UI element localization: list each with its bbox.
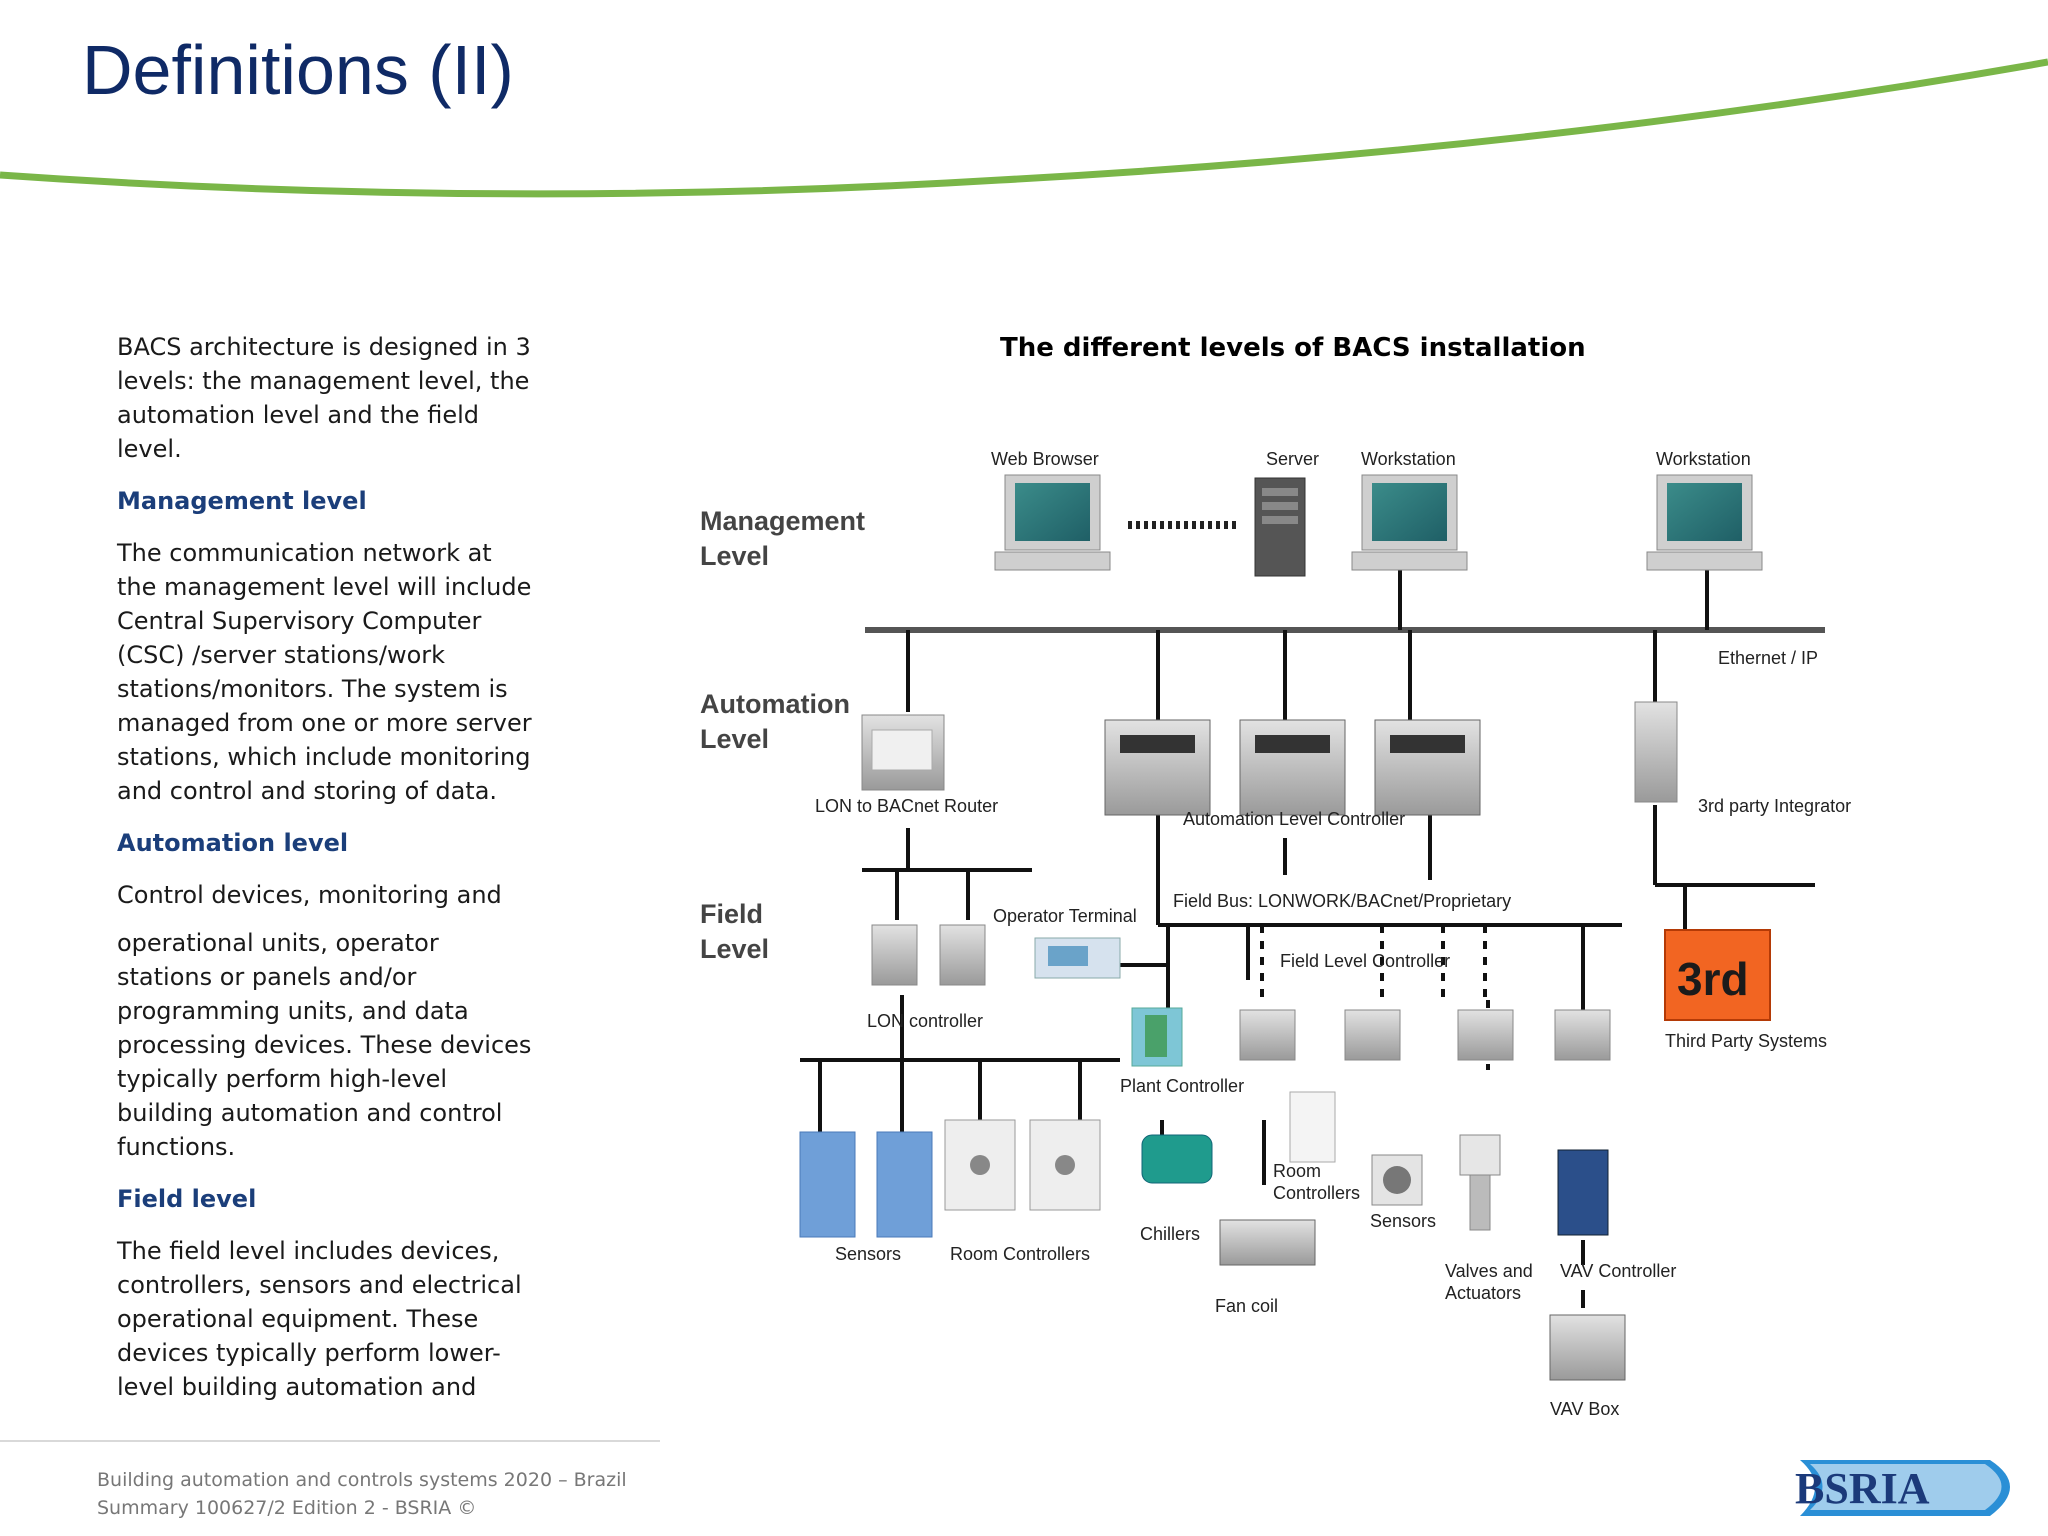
- label-room-controllers-left: Room Controllers: [950, 1244, 1090, 1264]
- body-text-column: BACS architecture is designed in 3 level…: [117, 330, 537, 1422]
- automation-controller-2: [1239, 719, 1346, 816]
- automation-controller-3: [1374, 719, 1481, 816]
- field-paragraph: The field level includes devices, contro…: [117, 1237, 522, 1401]
- label-room-controllers-b: Controllers: [1273, 1183, 1360, 1203]
- swoosh-stroke: [0, 58, 2048, 198]
- fan-coil-device: [1219, 1219, 1316, 1266]
- web-browser-computer: [994, 474, 1111, 571]
- label-fan-coil: Fan coil: [1215, 1296, 1278, 1316]
- automation-paragraph-2: operational units, operator stations or …: [117, 929, 532, 1161]
- label-valves-2: Actuators: [1445, 1283, 1521, 1303]
- label-vav-box: VAV Box: [1550, 1399, 1619, 1419]
- label-room-controllers-a: Room: [1273, 1161, 1321, 1181]
- label-field-bus: Field Bus: LONWORK/BACnet/Proprietary: [1173, 891, 1511, 911]
- label-vav-controller: VAV Controller: [1560, 1261, 1676, 1281]
- management-paragraph: The communication network at the managem…: [117, 539, 532, 805]
- field-level-controller-devices: [1239, 1009, 1611, 1061]
- sensor-devices-left: [799, 1131, 933, 1238]
- bacs-diagram: Management Level Automation Level Field …: [700, 449, 1851, 1419]
- label-lon-router: LON to BACnet Router: [815, 796, 998, 816]
- label-web-browser: Web Browser: [991, 449, 1099, 469]
- footer-divider: [0, 1440, 660, 1442]
- footer: Building automation and controls systems…: [97, 1466, 627, 1522]
- chiller-device: [1141, 1134, 1213, 1184]
- automation-paragraph-1: Control devices, monitoring and: [117, 881, 502, 909]
- third-party-integrator-device: [1634, 701, 1678, 803]
- label-field-level-controller: Field Level Controller: [1280, 951, 1450, 971]
- vav-controller-device: [1557, 1149, 1609, 1236]
- label-plant-controller: Plant Controller: [1120, 1076, 1244, 1096]
- page-title: Definitions (II): [82, 31, 514, 109]
- label-valves-1: Valves and: [1445, 1261, 1533, 1281]
- label-automation-controller: Automation Level Controller: [1183, 809, 1405, 829]
- label-workstation-1: Workstation: [1361, 449, 1456, 469]
- label-sensors-left: Sensors: [835, 1244, 901, 1264]
- label-workstation-2: Workstation: [1656, 449, 1751, 469]
- logo-text: BSRIA: [1795, 1464, 1930, 1513]
- green-swoosh: [0, 58, 2048, 198]
- level-field-2: Level: [700, 934, 769, 964]
- workstation-computer-1: [1351, 474, 1468, 571]
- field-heading: Field level: [117, 1185, 257, 1213]
- management-heading: Management level: [117, 487, 367, 515]
- automation-heading: Automation level: [117, 829, 349, 857]
- sensor-device-right: [1371, 1154, 1423, 1206]
- plant-controller-device: [1131, 1007, 1183, 1067]
- level-field-1: Field: [700, 899, 763, 929]
- operator-terminal-device: [1034, 937, 1121, 979]
- level-management-2: Level: [700, 541, 769, 571]
- device-labels: Web Browser Server Workstation Workstati…: [815, 449, 1851, 1419]
- third-party-badge-text: 3rd: [1677, 953, 1749, 1005]
- label-ethernet: Ethernet / IP: [1718, 648, 1818, 668]
- footer-line-1: Building automation and controls systems…: [97, 1469, 627, 1491]
- vav-box-device: [1549, 1314, 1626, 1381]
- logo-swoosh-highlight: [1810, 1464, 2002, 1510]
- automation-controller-1: [1104, 719, 1211, 816]
- network-lines: [800, 570, 1825, 1308]
- lon-controller-devices: [871, 924, 986, 986]
- server-tower: [1254, 477, 1306, 577]
- workstation-computer-2: [1646, 474, 1763, 571]
- footer-line-2: Summary 100627/2 Edition 2 - BSRIA ©: [97, 1497, 477, 1519]
- label-operator-terminal: Operator Terminal: [993, 906, 1137, 926]
- room-controller-devices-left: [944, 1119, 1101, 1211]
- intro-paragraph: BACS architecture is designed in 3 level…: [117, 333, 531, 463]
- level-management-1: Management: [700, 506, 865, 536]
- level-automation-2: Level: [700, 724, 769, 754]
- label-third-party-systems: Third Party Systems: [1665, 1031, 1827, 1051]
- room-controller-device: [1289, 1091, 1336, 1163]
- label-chillers: Chillers: [1140, 1224, 1200, 1244]
- label-lon-controller: LON controller: [867, 1011, 983, 1031]
- label-third-party-integrator: 3rd party Integrator: [1698, 796, 1851, 816]
- level-automation-1: Automation: [700, 689, 850, 719]
- valve-actuator-device: [1459, 1134, 1501, 1231]
- third-party-badge: [1664, 929, 1771, 1021]
- lon-router-device: [861, 714, 945, 791]
- label-server: Server: [1266, 449, 1319, 469]
- bsria-logo: BSRIA: [1795, 1460, 2010, 1516]
- label-sensors-right: Sensors: [1370, 1211, 1436, 1231]
- diagram-title: The different levels of BACS installatio…: [1000, 333, 1586, 363]
